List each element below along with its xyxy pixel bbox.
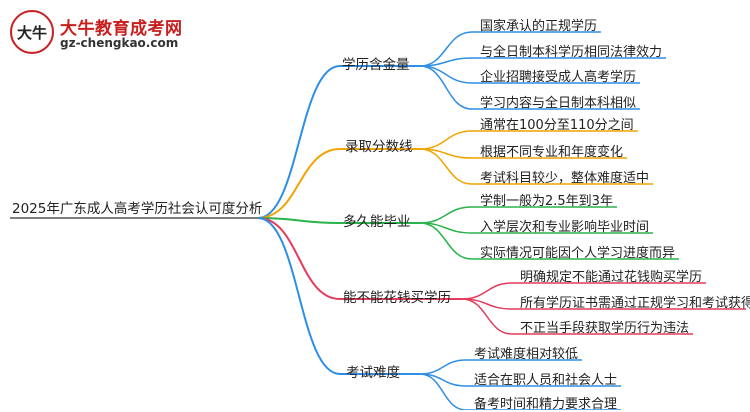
logo-mark-icon: 大牛 — [10, 10, 54, 54]
branch-label-2: 录取分数线 — [345, 139, 413, 155]
branch-label-5: 考试难度 — [346, 365, 400, 381]
leaf-connector-4-3 — [461, 298, 513, 335]
leaf-connector-3-1 — [419, 206, 473, 224]
leaf-label-2-1: 通常在100分至110分之间 — [480, 118, 634, 133]
branch-label-1: 学历含金量 — [342, 57, 410, 73]
leaf-connector-3-3 — [419, 222, 473, 260]
leaf-label-4-1: 明确规定不能通过花钱购买学历 — [520, 270, 703, 285]
root-topic: 2025年广东成人高考学历社会认可度分析 — [12, 201, 263, 217]
branch-connector-1 — [257, 65, 341, 219]
leaf-connector-5-1 — [419, 359, 467, 375]
branch-label-3: 多久能毕业 — [343, 214, 411, 230]
leaf-label-5-3: 备考时间和精力要求合理 — [474, 397, 618, 412]
leaf-connector-1-4 — [419, 65, 473, 110]
leaf-label-3-1: 学制一般为2.5年到3年 — [480, 194, 613, 209]
leaf-connector-1-1 — [419, 31, 473, 67]
leaf-label-4-2: 所有学历证书需通过正规学习和考试获得 — [520, 296, 750, 311]
branch-label-4: 能不能花钱买学历 — [343, 290, 451, 306]
leaf-label-3-2: 入学层次和专业影响毕业时间 — [480, 220, 650, 235]
branch-connector-3 — [257, 217, 341, 224]
leaf-connector-2-3 — [419, 148, 473, 185]
leaf-label-2-2: 根据不同专业和年度变化 — [480, 145, 624, 160]
leaf-connector-5-3 — [419, 373, 467, 410]
branch-connector-4 — [257, 217, 341, 300]
leaf-label-1-4: 学习内容与全日制本科相似 — [480, 96, 637, 111]
leaf-label-5-2: 适合在职人员和社会人士 — [474, 373, 618, 388]
site-logo[interactable]: 大牛 大牛教育成考网 gz-chengkao.com — [10, 10, 183, 56]
branch-connector-5 — [257, 217, 341, 375]
branch-connector-2 — [257, 148, 341, 219]
leaf-connector-4-1 — [461, 282, 513, 300]
logo-url: gz-chengkao.com — [60, 36, 179, 50]
leaf-connector-1-3 — [419, 65, 473, 84]
leaf-label-4-3: 不正当手段获取学历行为违法 — [520, 321, 690, 336]
leaf-label-2-3: 考试科目较少，整体难度适中 — [480, 171, 650, 186]
leaf-label-1-1: 国家承认的正规学历 — [480, 19, 598, 34]
leaf-label-1-2: 与全日制本科学历相同法律效力 — [480, 45, 663, 60]
leaf-connector-2-1 — [419, 130, 473, 150]
leaf-label-5-1: 考试难度相对较低 — [474, 347, 579, 362]
leaf-label-3-3: 实际情况可能因个人学习进度而异 — [480, 246, 676, 261]
leaf-label-1-3: 企业招聘接受成人高考学历 — [480, 70, 637, 85]
logo-title: 大牛教育成考网 — [60, 19, 183, 39]
